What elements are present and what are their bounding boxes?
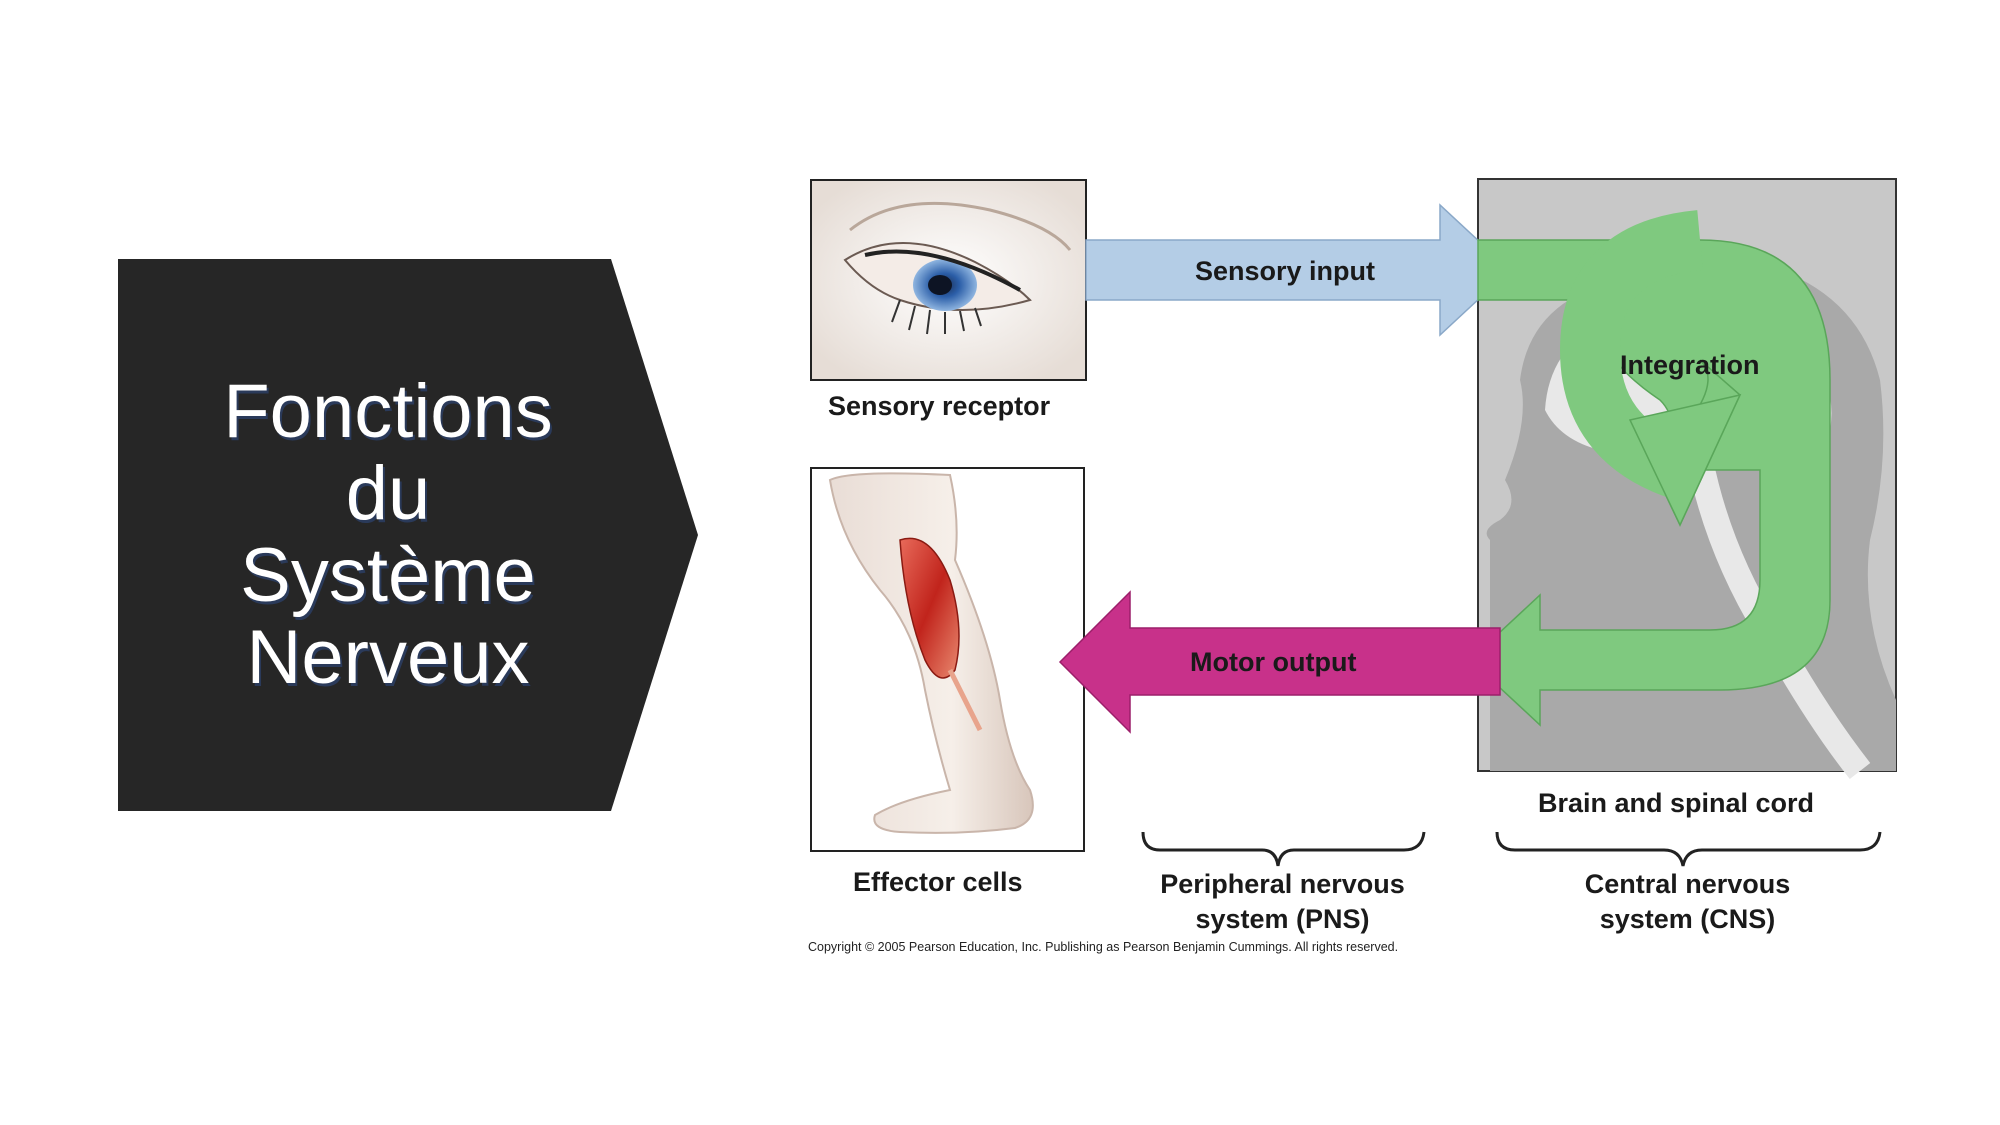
chevron-shape — [118, 259, 698, 811]
integration-loop — [1559, 210, 1704, 499]
effector-cells-label: Effector cells — [853, 867, 1023, 897]
copyright-notice: Copyright © 2005 Pearson Education, Inc.… — [808, 940, 1399, 954]
sensory-input-arrow — [1085, 203, 1512, 337]
title-line-4: Nerveux — [246, 615, 530, 700]
sensory-receptor-label: Sensory receptor — [828, 391, 1051, 421]
integration-arrowhead — [1628, 393, 1742, 527]
title-line-2: du — [345, 451, 431, 536]
cns-label-line-1: Central nervous — [1584, 869, 1791, 899]
cns-label: Central nervous system (CNS) — [1545, 867, 1830, 937]
sensory-input-label: Sensory input — [1195, 256, 1376, 286]
pns-label-line-2: system (PNS) — [1195, 904, 1370, 934]
pns-brace — [1141, 831, 1426, 867]
sensory-receptor-image — [810, 179, 1087, 381]
cns-brace — [1495, 831, 1882, 867]
pns-label: Peripheral nervous system (PNS) — [1140, 867, 1425, 937]
title-line-3: Système — [240, 533, 536, 618]
cns-label-line-2: system (CNS) — [1599, 904, 1776, 934]
pns-label-line-1: Peripheral nervous — [1160, 869, 1405, 899]
slide-title: Fonctions du Système Nerveux — [118, 259, 658, 811]
motor-output-arrow — [1058, 590, 1501, 734]
effector-cells-image — [810, 467, 1085, 852]
title-line-1: Fonctions — [223, 369, 553, 454]
motor-output-label: Motor output — [1190, 647, 1357, 677]
integration-label: Integration — [1620, 350, 1760, 380]
brain-spinal-cord-label: Brain and spinal cord — [1538, 788, 1815, 818]
title-chevron: Fonctions du Système Nerveux — [118, 259, 698, 811]
